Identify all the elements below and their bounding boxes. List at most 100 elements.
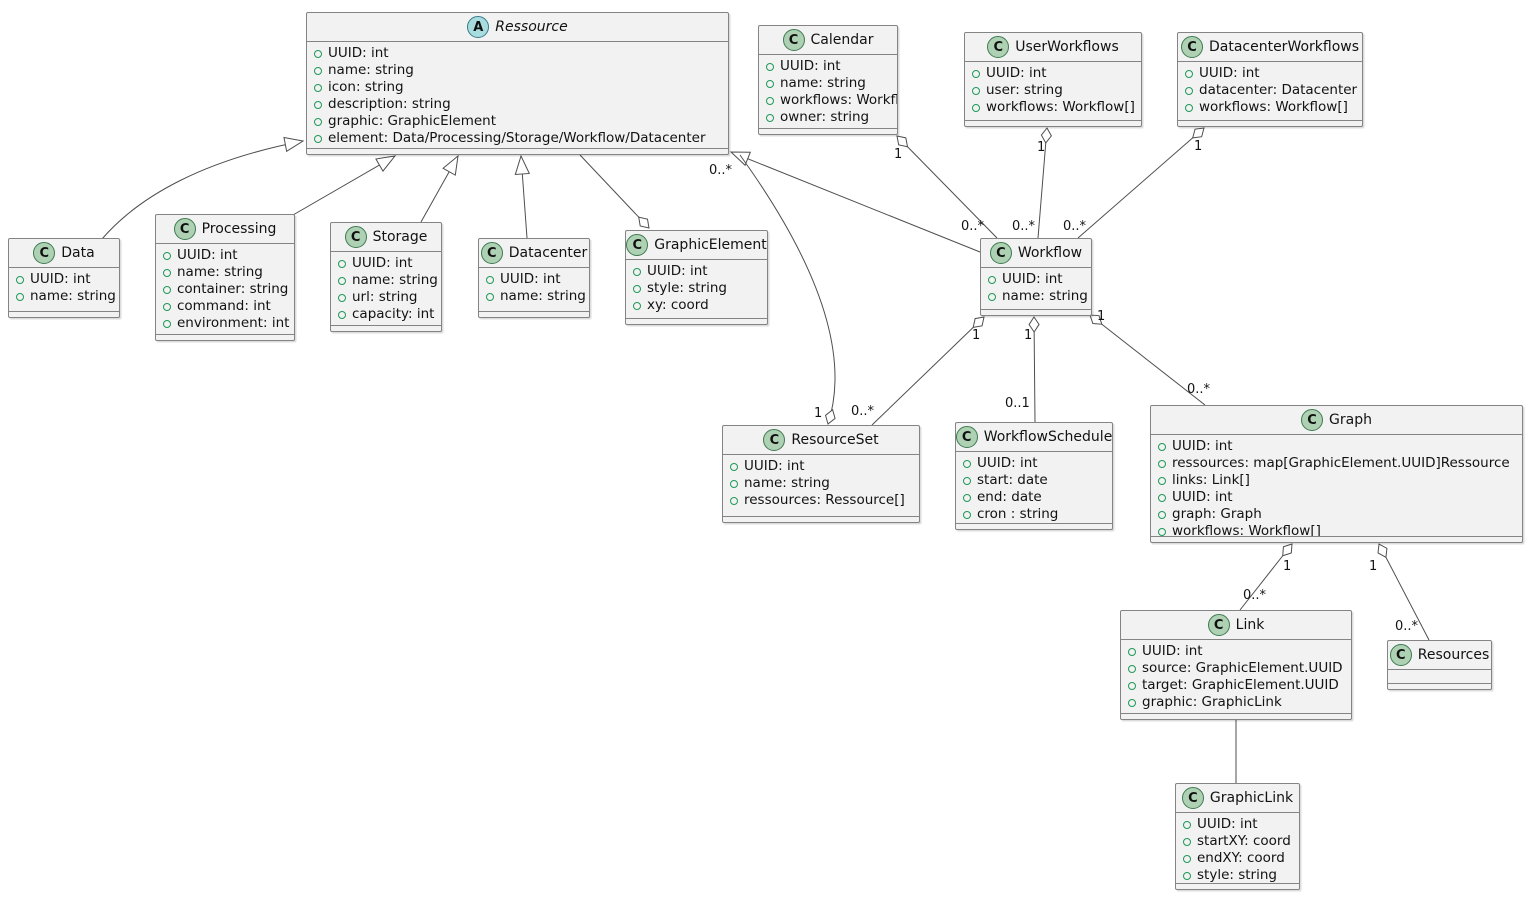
class-header: A Ressource bbox=[307, 13, 728, 42]
class-title: Calendar bbox=[810, 32, 874, 48]
multiplicity-label: 1 bbox=[1024, 328, 1032, 343]
class-attribute: UUID: int bbox=[766, 58, 890, 75]
class-title: Resources bbox=[1417, 647, 1490, 663]
class-attribute: graphic: GraphicElement bbox=[314, 113, 721, 130]
class-attributes bbox=[1388, 670, 1491, 683]
attribute-text: UUID: int bbox=[977, 455, 1038, 471]
attribute-text: workflows: Workflow[] bbox=[780, 92, 897, 108]
class-icon: C bbox=[955, 426, 978, 448]
field-visibility-icon bbox=[1158, 442, 1166, 451]
class-attribute: graphic: GraphicLink bbox=[1128, 694, 1344, 711]
multiplicity-label: 0..* bbox=[1063, 219, 1087, 234]
class-title: UserWorkflows bbox=[1015, 39, 1119, 55]
methods-compartment bbox=[156, 334, 294, 340]
attribute-text: style: string bbox=[647, 280, 727, 296]
class-attribute: workflows: Workflow[] bbox=[972, 99, 1135, 116]
methods-compartment bbox=[9, 311, 119, 317]
field-visibility-icon bbox=[338, 276, 346, 285]
attribute-text: end: date bbox=[977, 489, 1042, 505]
attribute-text: name: string bbox=[352, 272, 438, 288]
methods-compartment bbox=[1176, 883, 1299, 889]
field-visibility-icon bbox=[486, 292, 494, 301]
class-attribute: user: string bbox=[972, 82, 1134, 99]
field-visibility-icon bbox=[314, 117, 322, 126]
methods-compartment bbox=[1151, 536, 1522, 542]
class-header: C Resources bbox=[1388, 641, 1491, 670]
class-title: ResourceSet bbox=[791, 432, 879, 448]
field-visibility-icon bbox=[963, 493, 971, 502]
field-visibility-icon bbox=[1185, 69, 1193, 78]
field-visibility-icon bbox=[1128, 681, 1136, 690]
attribute-text: datacenter: Datacenter bbox=[1199, 82, 1358, 98]
class-attribute: links: Link[] bbox=[1158, 472, 1515, 489]
field-visibility-icon bbox=[730, 462, 738, 471]
multiplicity-label: 1 bbox=[894, 147, 902, 162]
class-attribute: UUID: int bbox=[1128, 643, 1344, 660]
class-title: Storage bbox=[372, 229, 428, 245]
attribute-text: name: string bbox=[1002, 288, 1088, 304]
field-visibility-icon bbox=[766, 62, 774, 71]
class-icon: C bbox=[1181, 787, 1204, 809]
class-attribute: UUID: int bbox=[1183, 816, 1292, 833]
attribute-text: UUID: int bbox=[352, 255, 413, 271]
class-title: Datacenter bbox=[508, 245, 588, 261]
attribute-text: element: Data/Processing/Storage/Workflo… bbox=[328, 130, 706, 146]
class-title: Processing bbox=[201, 221, 277, 237]
field-visibility-icon bbox=[338, 293, 346, 302]
multiplicity-label: 0..* bbox=[851, 404, 875, 419]
class-header: C DatacenterWorkflows bbox=[1178, 33, 1362, 62]
attribute-text: UUID: int bbox=[780, 58, 841, 74]
edge-userworkflows-workflow bbox=[1037, 127, 1052, 239]
class-title: Ressource bbox=[495, 19, 568, 35]
class-icon: C bbox=[763, 429, 786, 451]
class-header: C ResourceSet bbox=[723, 426, 919, 455]
attribute-text: startXY: coord bbox=[1197, 833, 1291, 849]
class-attribute: UUID: int bbox=[972, 65, 1134, 82]
attribute-text: UUID: int bbox=[647, 263, 708, 279]
edge-graph-link bbox=[1239, 543, 1293, 611]
class-attribute: capacity: int bbox=[338, 306, 434, 323]
methods-compartment bbox=[1178, 120, 1362, 126]
methods-compartment bbox=[723, 516, 919, 522]
field-visibility-icon bbox=[633, 284, 641, 293]
multiplicity-label: 1 bbox=[1283, 559, 1291, 574]
class-attribute: target: GraphicElement.UUID bbox=[1128, 677, 1344, 694]
class-attribute: description: string bbox=[314, 96, 721, 113]
class-attribute: name: string bbox=[16, 288, 116, 305]
class-box-resources[interactable]: C Resources bbox=[1387, 640, 1492, 690]
class-attribute: UUID: int bbox=[314, 45, 721, 62]
multiplicity-label: 0..* bbox=[709, 163, 733, 178]
edge-workflow-graph bbox=[1089, 314, 1206, 406]
class-attribute: end: date bbox=[963, 489, 1105, 506]
multiplicity-label: 1 bbox=[972, 328, 980, 343]
multiplicity-label: 0..* bbox=[1187, 382, 1211, 397]
class-header: C WorkflowSchedule bbox=[955, 423, 1112, 452]
methods-compartment bbox=[981, 309, 1091, 315]
multiplicity-label: 1 bbox=[814, 406, 822, 421]
field-visibility-icon bbox=[730, 496, 738, 505]
attribute-text: target: GraphicElement.UUID bbox=[1142, 677, 1339, 693]
attribute-text: url: string bbox=[352, 289, 418, 305]
field-visibility-icon bbox=[163, 268, 171, 277]
field-visibility-icon bbox=[766, 96, 774, 105]
